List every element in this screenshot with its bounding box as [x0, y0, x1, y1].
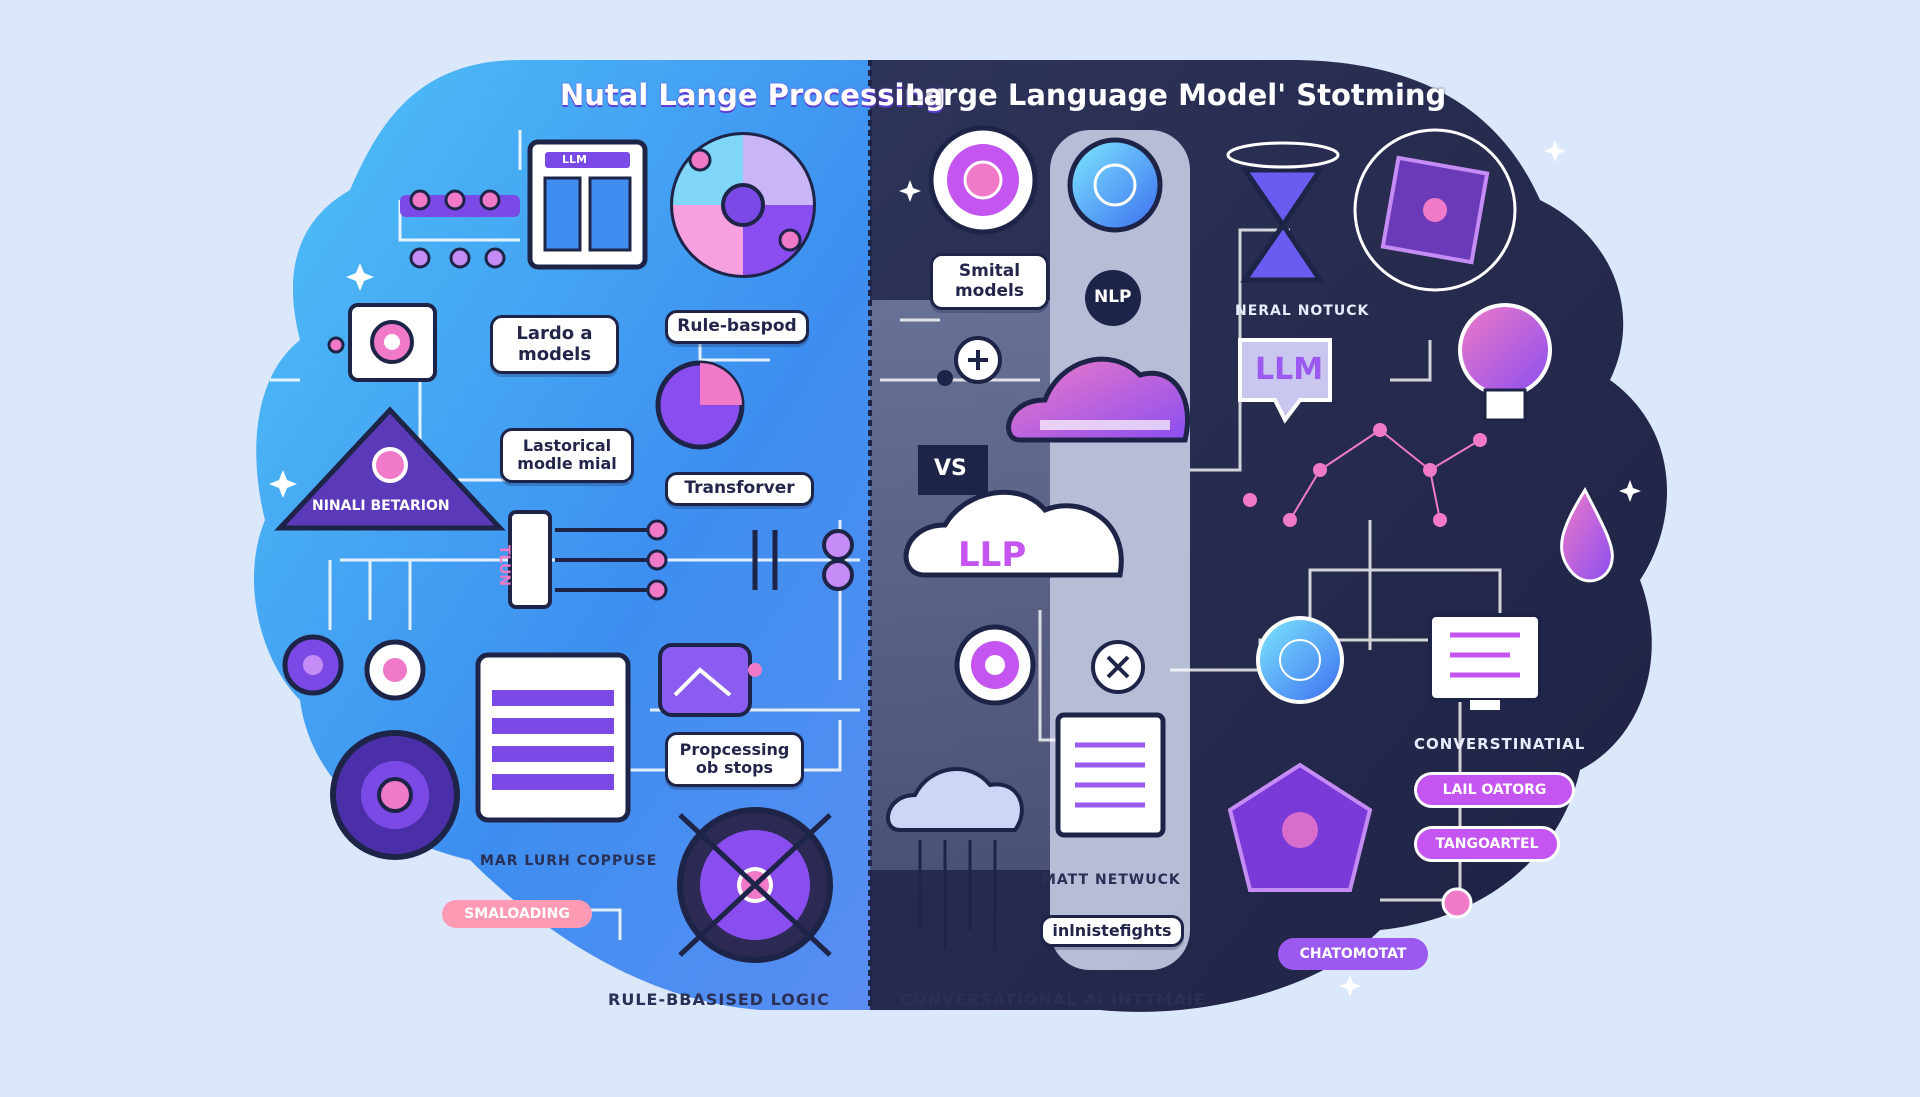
tangoartel-pill: TANGOARTEL: [1414, 826, 1560, 862]
target-icon: [282, 634, 426, 701]
conversational-label: CONVERSTINATIAL: [1414, 735, 1586, 753]
lightbulb-icon: [1458, 303, 1552, 422]
nodes-icon: [400, 189, 520, 269]
radio-dot-icon: [1441, 887, 1473, 919]
globe-icon: [1067, 137, 1163, 233]
smalloading-label: SMALOADING: [464, 906, 570, 922]
llm-bubble-label: LLM: [1255, 352, 1324, 387]
vs-badge: [918, 445, 988, 495]
page-icon: [1055, 712, 1166, 838]
smalloading-pill: SMALOADING: [442, 900, 592, 928]
tangoartel-label: TANGOARTEL: [1435, 836, 1539, 852]
transformer-label: Transforver: [684, 478, 795, 498]
llp-cloud-icon: [903, 489, 1124, 578]
matt-network-label: MATT NETWUCK: [1042, 872, 1181, 888]
hourglass-icon: [1226, 141, 1340, 283]
tlun-label: TLUN: [496, 545, 512, 587]
larde-models-card: Lardo a models: [490, 315, 619, 375]
inlnistefights-label: inlnistefights: [1052, 921, 1172, 940]
vs-label: VS: [934, 456, 967, 481]
smital-models-label: Smital models: [954, 261, 1025, 301]
larde-models-label: Lardo a models: [516, 323, 593, 365]
plus-button-icon: [937, 336, 1002, 386]
left-title: Nutal Lange Processing: [560, 78, 946, 112]
chip-icon: [327, 303, 437, 382]
conversational-bottom-label: CONVERSATIONAL AI INTTMAIE: [900, 990, 1206, 1009]
notebook-icon: [475, 652, 631, 823]
rule-logic-label: RULE-BBASISED LOGIC: [608, 990, 830, 1009]
rule-based-card: Rule-baspod: [665, 310, 809, 344]
neural-network-label: NERAL NOTUCK: [1235, 303, 1370, 319]
disc-icon: [677, 807, 833, 963]
network-node-icon: [1353, 128, 1517, 292]
mar-lurh-label: MAR LURH COPPUSE: [480, 853, 658, 869]
lastorical-label: Lastorical modle mial: [517, 436, 617, 474]
ninali-betarion-label: NINALI BETARION: [312, 498, 450, 514]
llm-tag: LLM: [562, 153, 587, 166]
processing-steps-label: Propcessing ob stops: [679, 740, 790, 778]
pie-chart-icon: [670, 132, 816, 278]
connector-icon: [508, 510, 854, 609]
chatomotat-label: CHATOMOTAT: [1299, 946, 1407, 962]
cloud-icon: [1006, 356, 1191, 443]
llp-label: LLP: [958, 535, 1027, 575]
lastorical-card: Lastorical modle mial: [500, 428, 634, 483]
sparkle-icons: [269, 140, 1641, 997]
rule-based-label: Rule-baspod: [677, 316, 797, 336]
inlnistefights-card: inlnistefights: [1040, 915, 1184, 948]
lail-oatorg-label: LAIL OATORG: [1442, 782, 1547, 798]
lail-oatorg-pill: LAIL OATORG: [1414, 772, 1575, 808]
document-icon: [527, 139, 648, 270]
right-title: Large Language Model' Stotming: [905, 78, 1447, 112]
nlp-label: NLP: [1094, 287, 1132, 307]
small-pie-icon: [655, 360, 745, 450]
rain-cloud-icon: [886, 767, 1024, 950]
triangle-icon: [274, 406, 506, 531]
flower-icon: [928, 125, 1038, 235]
globe-network-icon: [1256, 616, 1344, 704]
gear-icon: [330, 730, 460, 860]
chatomotat-pill: CHATOMOTAT: [1278, 938, 1428, 970]
nlp-icon: [1085, 270, 1141, 326]
droplet-icon: [1560, 486, 1614, 583]
radar-icon: [954, 624, 1145, 706]
processing-steps-card: Propcessing ob stops: [665, 732, 804, 787]
image-card-icon: [658, 643, 762, 717]
constellation-icon: [1243, 423, 1487, 527]
transformer-card: Transforver: [665, 472, 814, 506]
monitor-icon: [1428, 613, 1542, 710]
chat-bubble-icon: [1238, 338, 1332, 424]
geodesic-icon: [1227, 762, 1373, 892]
smital-models-card: Smital models: [930, 253, 1049, 311]
